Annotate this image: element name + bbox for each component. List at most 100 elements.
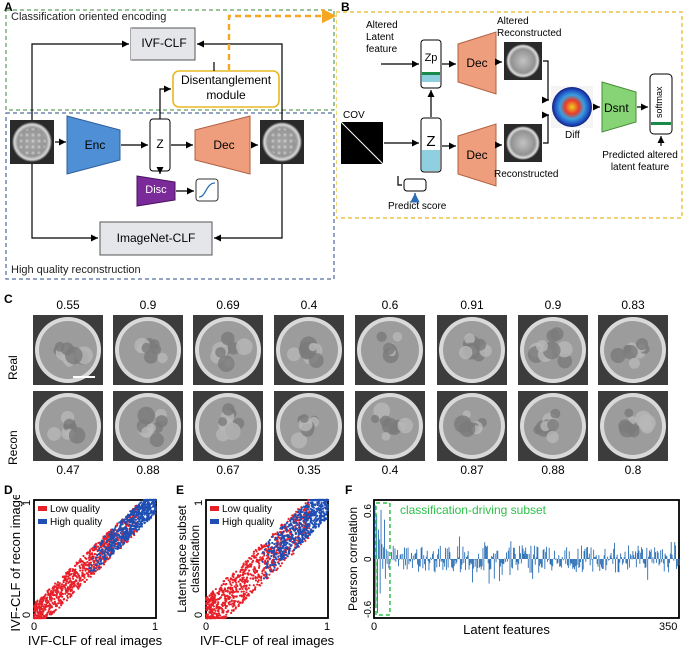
low-quality-point: [233, 604, 236, 607]
low-quality-point: [263, 554, 266, 557]
correlation-bar: [593, 549, 595, 559]
correlation-bar: [587, 557, 589, 559]
low-quality-point: [279, 564, 282, 568]
low-quality-point: [43, 596, 46, 599]
low-quality-point: [130, 536, 133, 539]
low-quality-point: [228, 603, 231, 606]
recon-embryo-image: [355, 391, 425, 461]
high-quality-point: [110, 550, 114, 554]
correlation-bar: [490, 559, 492, 569]
correlation-bar: [619, 559, 621, 563]
low-quality-point: [103, 561, 106, 564]
low-quality-point: [47, 604, 50, 608]
correlation-bar: [391, 559, 393, 560]
low-quality-point: [85, 567, 88, 570]
correlation-bar: [608, 559, 609, 561]
high-quality-point: [148, 502, 151, 505]
high-quality-point: [148, 498, 151, 502]
high-quality-point: [292, 548, 296, 552]
high-quality-point: [100, 539, 104, 542]
real-score-label: 0.91: [460, 298, 484, 312]
low-quality-point: [253, 571, 257, 575]
low-quality-point: [251, 561, 254, 564]
high-quality-point: [89, 569, 92, 572]
correlation-bar: [570, 559, 572, 563]
high-quality-point: [138, 525, 142, 528]
low-quality-point: [88, 559, 91, 562]
high-quality-point: [141, 502, 144, 505]
high-quality-point: [133, 515, 136, 519]
correlation-bar: [452, 559, 453, 569]
low-quality-point: [225, 594, 228, 598]
high-quality-point: [310, 498, 314, 502]
correlation-bar: [612, 559, 614, 564]
low-quality-point: [83, 576, 86, 579]
low-quality-point: [230, 611, 233, 615]
high-quality-point: [319, 513, 322, 517]
low-quality-point: [250, 557, 253, 561]
low-quality-point: [228, 601, 231, 604]
high-quality-point: [132, 528, 135, 531]
low-quality-point: [232, 596, 235, 600]
low-quality-point: [71, 575, 74, 578]
low-quality-point: [217, 616, 220, 620]
ivf-clf-label: IVF-CLF: [141, 36, 187, 50]
low-quality-point: [295, 510, 298, 513]
high-quality-point: [110, 532, 113, 536]
low-quality-point: [60, 589, 64, 592]
high-quality-point: [301, 529, 304, 533]
high-quality-point: [141, 510, 144, 513]
high-quality-point: [291, 528, 295, 531]
correlation-bar: [449, 552, 451, 559]
correlation-bar: [496, 550, 498, 559]
correlation-bar: [626, 559, 628, 564]
discriminator-block: [136, 175, 176, 207]
high-quality-point: [264, 576, 268, 579]
high-quality-point: [300, 531, 303, 534]
low-quality-point: [251, 574, 254, 577]
low-quality-point: [253, 556, 256, 559]
low-quality-point: [77, 582, 80, 585]
correlation-bar: [420, 548, 422, 559]
correlation-bar: [609, 555, 611, 559]
correlation-bar: [624, 551, 626, 559]
panel-b-diagram: [336, 11, 683, 219]
high-quality-point: [281, 550, 284, 553]
correlation-bar: [556, 559, 558, 564]
real-score-label: 0.9: [544, 298, 562, 312]
high-quality-point: [116, 547, 119, 550]
correlation-bar: [519, 545, 521, 559]
correlation-bar: [377, 559, 378, 614]
correlation-bar: [614, 542, 616, 559]
correlation-bar: [574, 559, 576, 567]
high-quality-point: [272, 560, 276, 563]
high-quality-point: [316, 503, 319, 506]
high-quality-point: [137, 511, 140, 514]
high-quality-point: [98, 546, 101, 550]
correlation-bar: [510, 541, 512, 559]
correlation-bar: [596, 559, 598, 564]
high-quality-point: [325, 511, 328, 515]
low-quality-point: [217, 601, 220, 604]
correlation-bar: [646, 547, 648, 559]
correlation-bar: [422, 559, 424, 569]
correlation-bar: [517, 559, 519, 571]
low-quality-point: [238, 575, 241, 578]
high-quality-point: [304, 516, 307, 519]
high-quality-point: [126, 538, 130, 541]
dec-label: Dec: [213, 138, 235, 152]
low-quality-point: [213, 601, 216, 604]
high-quality-point: [280, 531, 283, 534]
low-quality-point: [85, 572, 88, 575]
low-quality-point: [67, 577, 70, 580]
correlation-bar: [589, 559, 591, 566]
recon-score-label: 0.4: [381, 463, 399, 477]
high-quality-point: [97, 552, 101, 556]
low-quality-point: [233, 585, 236, 588]
reconstructed-label: Reconstructed: [494, 169, 559, 180]
low-quality-point: [231, 581, 234, 584]
high-quality-point: [266, 561, 269, 564]
correlation-bar: [394, 548, 396, 559]
high-quality-point: [269, 564, 272, 567]
